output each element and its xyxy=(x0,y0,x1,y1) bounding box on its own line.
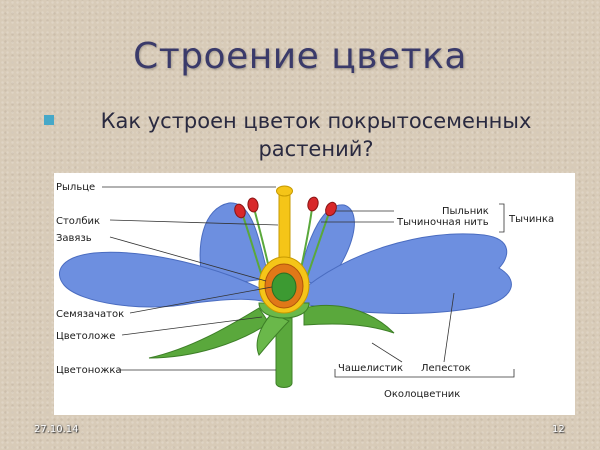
label-anther: Пыльник xyxy=(442,206,489,217)
label-petal: Лепесток xyxy=(421,363,471,374)
sepal-right xyxy=(303,304,395,334)
anther-3 xyxy=(307,196,319,212)
sepal-mid xyxy=(256,312,290,356)
slide-date: 27.10.14 xyxy=(34,424,79,435)
label-pedicel: Цветоножка xyxy=(56,365,122,376)
anther-2 xyxy=(247,197,259,213)
slide-page-number: 12 xyxy=(552,424,565,435)
label-receptacle: Цветоложе xyxy=(56,331,115,342)
stigma-shape xyxy=(276,185,293,197)
ovule-shape xyxy=(271,272,297,302)
label-sepal: Чашелистик xyxy=(338,363,403,374)
label-filament: Тычиночная нить xyxy=(396,217,489,228)
petal-right xyxy=(298,233,512,314)
label-perianth: Околоцветник xyxy=(384,389,460,400)
slide-title: Строение цветка xyxy=(133,36,467,77)
sepal-left xyxy=(148,307,270,359)
anther-1 xyxy=(234,203,246,219)
question-line-1: Как устроен цветок покрытосеменных xyxy=(100,109,532,133)
flower-diagram: Рыльце Столбик Завязь Семязачаток Цветол… xyxy=(54,173,575,415)
bullet-icon xyxy=(44,115,54,125)
label-stamen: Тычинка xyxy=(508,214,554,225)
pedicel-shape xyxy=(275,317,293,388)
question-line-2: растений? xyxy=(258,137,374,161)
label-stigma: Рыльце xyxy=(56,182,95,193)
label-style: Столбик xyxy=(56,216,100,227)
slide-question: Как устроен цветок покрытосеменных расте… xyxy=(66,107,566,163)
label-ovary: Завязь xyxy=(56,233,92,244)
label-ovule: Семязачаток xyxy=(56,309,124,320)
petal-left xyxy=(59,251,270,308)
